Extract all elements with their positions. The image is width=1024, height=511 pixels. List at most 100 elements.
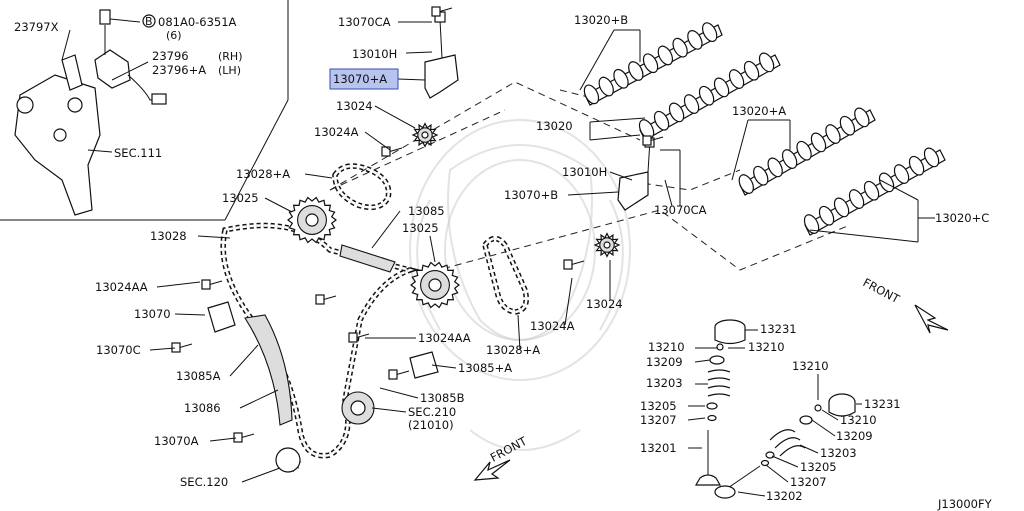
label-13231-r[interactable]: 13231: [864, 397, 901, 411]
label-13020a[interactable]: 13020+A: [732, 104, 786, 118]
cam-lobe: [683, 94, 700, 114]
leader-line: [397, 78, 426, 81]
cam-lobe: [672, 37, 688, 58]
label-13210-b[interactable]: 13210: [748, 340, 785, 354]
label-13205[interactable]: 13205: [640, 399, 677, 413]
label-13070[interactable]: 13070: [134, 307, 171, 321]
label-13085a-plus[interactable]: 13085+A: [458, 361, 512, 375]
label-081a0-6351a[interactable]: 081A0-6351A: [158, 15, 237, 29]
sprocket-13024-top: [411, 122, 439, 148]
cam-lobe: [854, 107, 870, 128]
label-13025-mid[interactable]: 13025: [402, 221, 439, 235]
label-23796-rh: (RH): [218, 50, 243, 63]
label-13210-a[interactable]: 13210: [648, 340, 685, 354]
guide-lines: [329, 81, 851, 276]
leader-line: [579, 29, 615, 91]
label-13010h-top[interactable]: 13010H: [352, 47, 397, 61]
tensioner-13085-plus-a: [409, 351, 439, 379]
label-sec111[interactable]: SEC.111: [114, 146, 162, 160]
leader-line: [811, 419, 836, 437]
label-13024aa-mid[interactable]: 13024AA: [418, 331, 471, 345]
label-13020[interactable]: 13020: [536, 119, 573, 133]
bolt-icon: [381, 146, 403, 157]
timing-cover-inset: [14, 9, 167, 216]
label-13210-r2[interactable]: 13210: [840, 413, 877, 427]
label-13209-r[interactable]: 13209: [836, 429, 873, 443]
label-sec210[interactable]: SEC.210: [408, 405, 456, 419]
leader-line: [821, 409, 839, 421]
leader-line: [765, 464, 789, 483]
label-13203[interactable]: 13203: [646, 376, 683, 390]
label-13070a-highlighted[interactable]: 13070+A: [333, 72, 387, 86]
label-13202[interactable]: 13202: [766, 489, 803, 503]
leader-line: [589, 134, 641, 141]
cam-lobe: [687, 30, 703, 50]
label-13020c[interactable]: 13020+C: [935, 211, 989, 225]
label-13028a-mid[interactable]: 13028+A: [486, 343, 540, 357]
label-13086[interactable]: 13086: [184, 401, 221, 415]
vtc-solenoid-13070-a: [424, 11, 459, 99]
label-13028a-top[interactable]: 13028+A: [236, 167, 290, 181]
leader-line: [374, 105, 416, 129]
leader-line: [737, 491, 766, 497]
label-13207-r[interactable]: 13207: [790, 475, 827, 489]
label-23796a-lh: (LH): [218, 64, 241, 77]
leader-line: [431, 364, 457, 369]
leader-line: [694, 359, 711, 363]
label-13025-left[interactable]: 13025: [222, 191, 259, 205]
leader-line: [879, 179, 919, 201]
label-13024-top[interactable]: 13024: [336, 99, 373, 113]
label-13085b[interactable]: 13085B: [420, 391, 465, 405]
leader-line: [517, 314, 521, 351]
label-13010h-mid[interactable]: 13010H: [562, 165, 607, 179]
cam-lobe: [818, 205, 835, 226]
label-13070b[interactable]: 13070+B: [504, 188, 558, 202]
cam-lobe: [803, 214, 820, 234]
sprockets: [278, 122, 621, 473]
label-13070ca-mid[interactable]: 13070CA: [654, 203, 707, 217]
leader-line: [799, 444, 819, 454]
cam-lobe: [758, 52, 775, 73]
cam-lobe: [598, 76, 614, 97]
bolt-icon: [315, 294, 337, 305]
cam-lobe: [863, 180, 880, 201]
label-sec210-sub: (21010): [408, 418, 454, 432]
label-13205-r[interactable]: 13205: [800, 460, 837, 474]
label-13070a-low[interactable]: 13070A: [154, 434, 199, 448]
leader-line: [731, 119, 749, 181]
leader-line: [664, 179, 673, 207]
label-23797x[interactable]: 23797X: [14, 20, 59, 34]
sprocket-13025-mid: [410, 261, 460, 309]
label-23796a[interactable]: 23796+A: [152, 63, 206, 77]
leader-line: [567, 191, 619, 196]
leader-line: [379, 387, 419, 399]
label-13209[interactable]: 13209: [646, 355, 683, 369]
label-13024aa-left[interactable]: 13024AA: [95, 280, 148, 294]
leader-line: [304, 173, 333, 179]
leader-line: [197, 235, 231, 239]
label-13024a-mid[interactable]: 13024A: [530, 319, 575, 333]
label-13085[interactable]: 13085: [408, 204, 445, 218]
highlight-box: [329, 68, 399, 90]
crank-sprocket-sec120: [275, 447, 301, 473]
cam-lobe: [781, 149, 798, 169]
label-13070ca-top[interactable]: 13070CA: [338, 15, 391, 29]
leader-lines: [149, 21, 935, 497]
label-13024a-top[interactable]: 13024A: [314, 125, 359, 139]
label-13024-mid[interactable]: 13024: [586, 297, 623, 311]
label-13020b[interactable]: 13020+B: [574, 13, 628, 27]
cam-lobe: [825, 124, 841, 144]
label-13028[interactable]: 13028: [150, 229, 187, 243]
label-13210-r1[interactable]: 13210: [792, 359, 829, 373]
label-front-upper: FRONT: [861, 275, 903, 306]
label-13231[interactable]: 13231: [760, 322, 797, 336]
label-13070c[interactable]: 13070C: [96, 343, 141, 357]
label-sec120[interactable]: SEC.120: [180, 475, 228, 489]
label-13085a[interactable]: 13085A: [176, 369, 221, 383]
label-13201[interactable]: 13201: [640, 441, 677, 455]
label-13203-r[interactable]: 13203: [820, 446, 857, 460]
label-23796[interactable]: 23796: [152, 49, 189, 63]
label-13207[interactable]: 13207: [640, 413, 677, 427]
cam-lobe: [701, 22, 718, 42]
